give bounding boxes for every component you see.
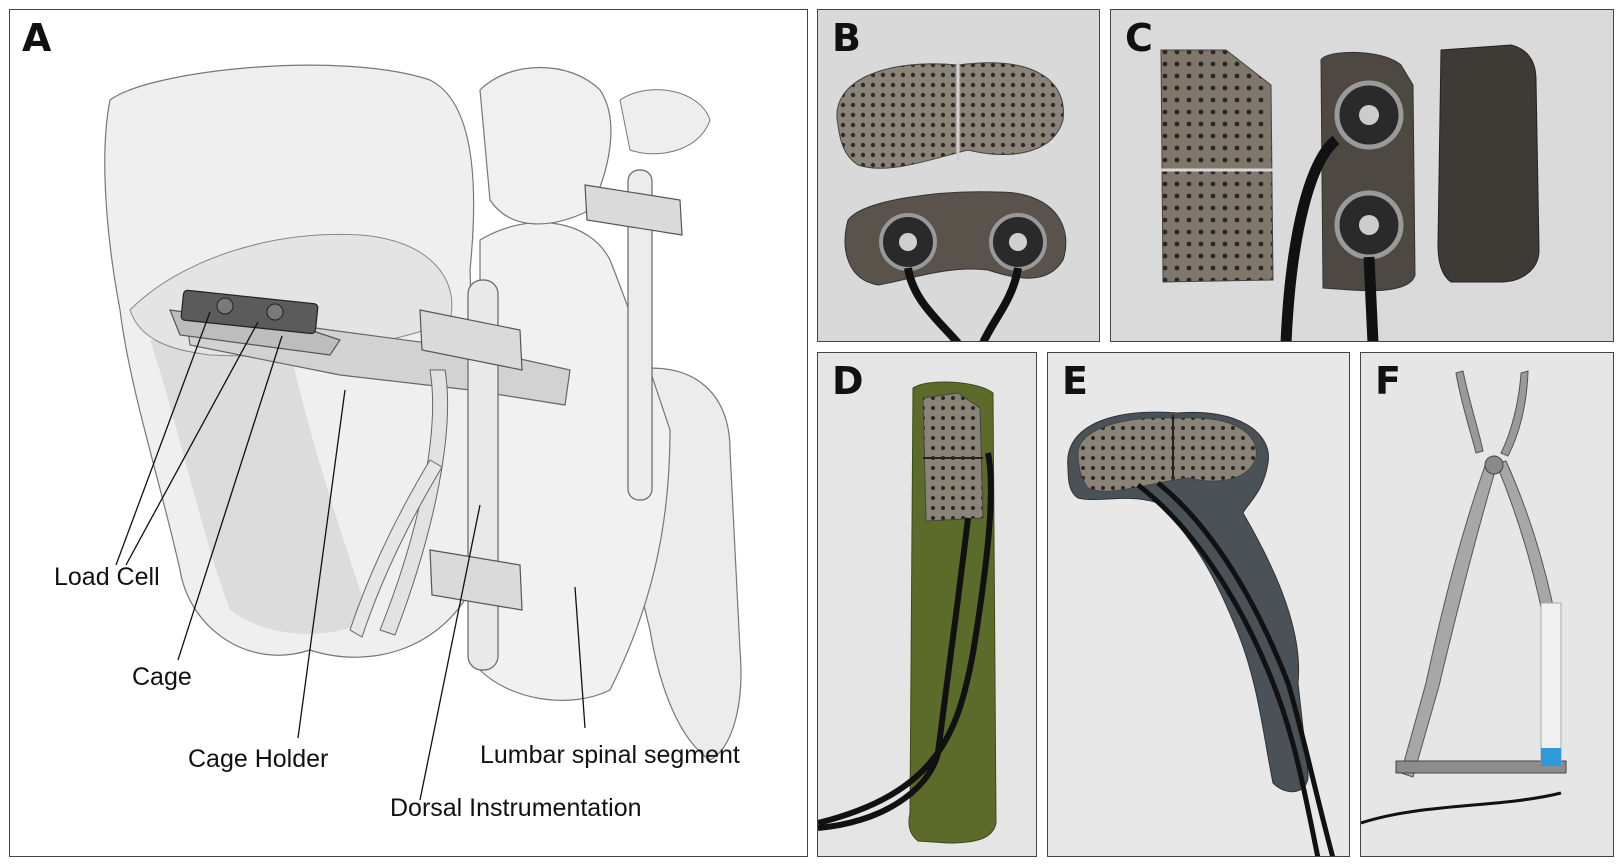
pedicle-screw-lower — [429, 549, 523, 611]
cage-holder-arm — [379, 369, 449, 636]
pedicle-screw-mid — [419, 309, 523, 371]
label-lumbar-segment: Lumbar spinal segment — [480, 741, 740, 769]
sensor-strip — [1540, 602, 1562, 764]
panel-label-a: A — [22, 16, 52, 60]
panel-label-f: F — [1375, 359, 1401, 403]
ratchet-bar — [1395, 760, 1567, 774]
panel-e-photo: E — [1047, 352, 1350, 857]
kidney-cage — [836, 62, 1064, 169]
cover-plate — [1437, 44, 1540, 283]
spine-illustration — [104, 64, 742, 801]
rectangular-cage — [1160, 49, 1274, 283]
straight-holder-photo — [818, 381, 997, 844]
curved-holder-photo — [1067, 411, 1336, 856]
vertebral-body-shade — [150, 340, 370, 634]
panel-f-photo: F — [1360, 352, 1614, 857]
transverse-process — [619, 89, 711, 155]
panel-c-photo: C — [1110, 9, 1614, 342]
e-cage — [1077, 417, 1257, 492]
pliers-arm-left — [1400, 462, 1497, 778]
label-cage-holder: Cage Holder — [188, 745, 329, 773]
kidney-load-cell-photo — [836, 62, 1067, 341]
upper-facet — [479, 67, 612, 225]
panel-label-d: D — [832, 359, 864, 403]
panel-label-b: B — [832, 16, 861, 60]
load-cell — [180, 289, 319, 335]
jaw-right — [1500, 370, 1529, 457]
lamina — [479, 221, 671, 701]
label-load-cell: Load Cell — [54, 563, 160, 591]
panel-label-e: E — [1062, 359, 1088, 403]
distractor-pliers-photo — [1361, 370, 1567, 825]
panel-d-photo: D — [817, 352, 1037, 857]
rectangular-load-cell-photo — [1160, 44, 1540, 341]
jaw-left — [1455, 370, 1484, 454]
dorsal-rod-rear — [627, 169, 653, 501]
label-dorsal-instrumentation: Dorsal Instrumentation — [390, 794, 642, 822]
panel-b-photo: B — [817, 9, 1100, 342]
label-cage: Cage — [132, 663, 192, 691]
panel-a-illustration: A — [9, 9, 808, 857]
rod — [349, 459, 443, 638]
pedicle-screw-upper — [584, 184, 683, 236]
panel-label-c: C — [1125, 16, 1153, 60]
